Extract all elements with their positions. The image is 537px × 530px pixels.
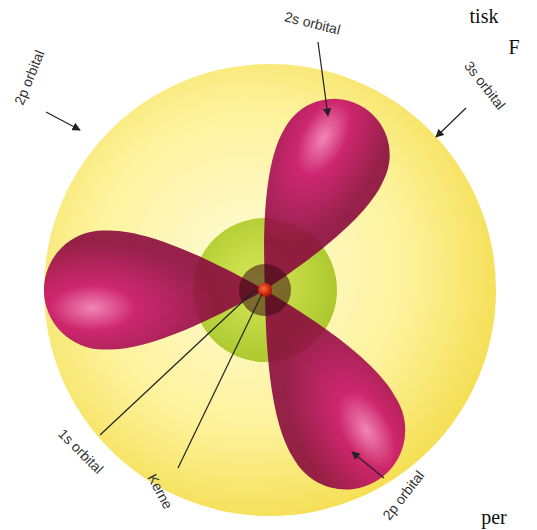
leader-line: [46, 112, 80, 130]
leader-line: [352, 452, 384, 478]
p-lobe: [44, 230, 265, 349]
leader-lines: [46, 42, 466, 478]
page-text: F: [508, 36, 519, 58]
nucleus: [258, 283, 272, 297]
callout-label: 2s orbital: [283, 10, 342, 39]
page-text: per: [481, 506, 507, 528]
p-lobe: [213, 260, 427, 511]
leader-line: [100, 290, 255, 435]
leader-line: [318, 42, 328, 116]
page-text: tisk: [470, 5, 499, 27]
callout-label: 3s orbital: [460, 59, 507, 113]
p-lobe: [215, 80, 409, 316]
3s-sphere: [44, 64, 496, 516]
leader-line: [436, 108, 466, 137]
leader-line: [178, 294, 262, 468]
2p-lobes: [44, 80, 427, 512]
callout-label: 2p orbital: [12, 48, 48, 107]
1s-sphere: [239, 264, 291, 316]
